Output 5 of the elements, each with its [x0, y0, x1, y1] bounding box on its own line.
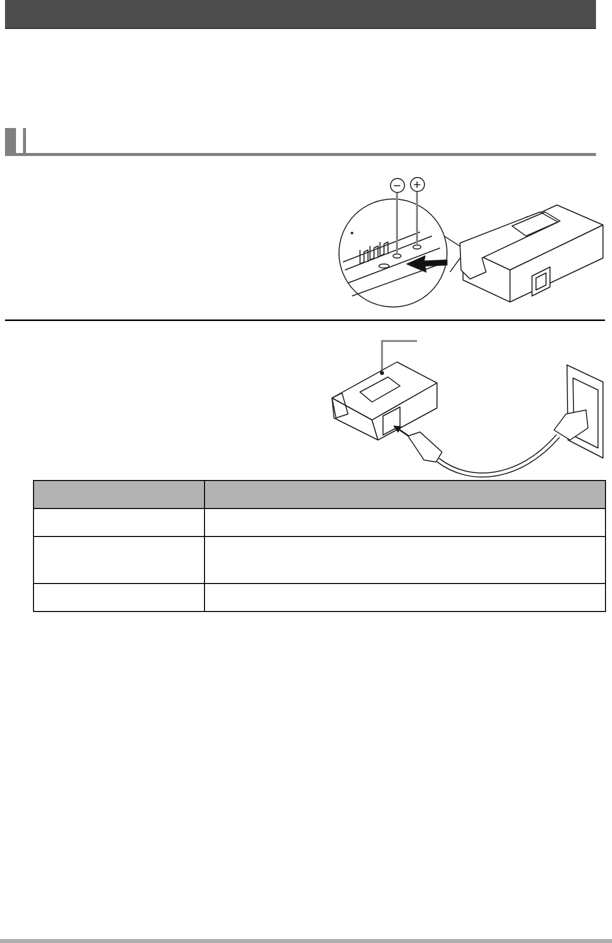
leader-line: [416, 192, 418, 244]
leader-line: [396, 192, 398, 253]
polarity-symbol: −: [390, 178, 404, 192]
heading-bar: [5, 0, 596, 29]
polarity-symbol: +: [410, 176, 424, 192]
